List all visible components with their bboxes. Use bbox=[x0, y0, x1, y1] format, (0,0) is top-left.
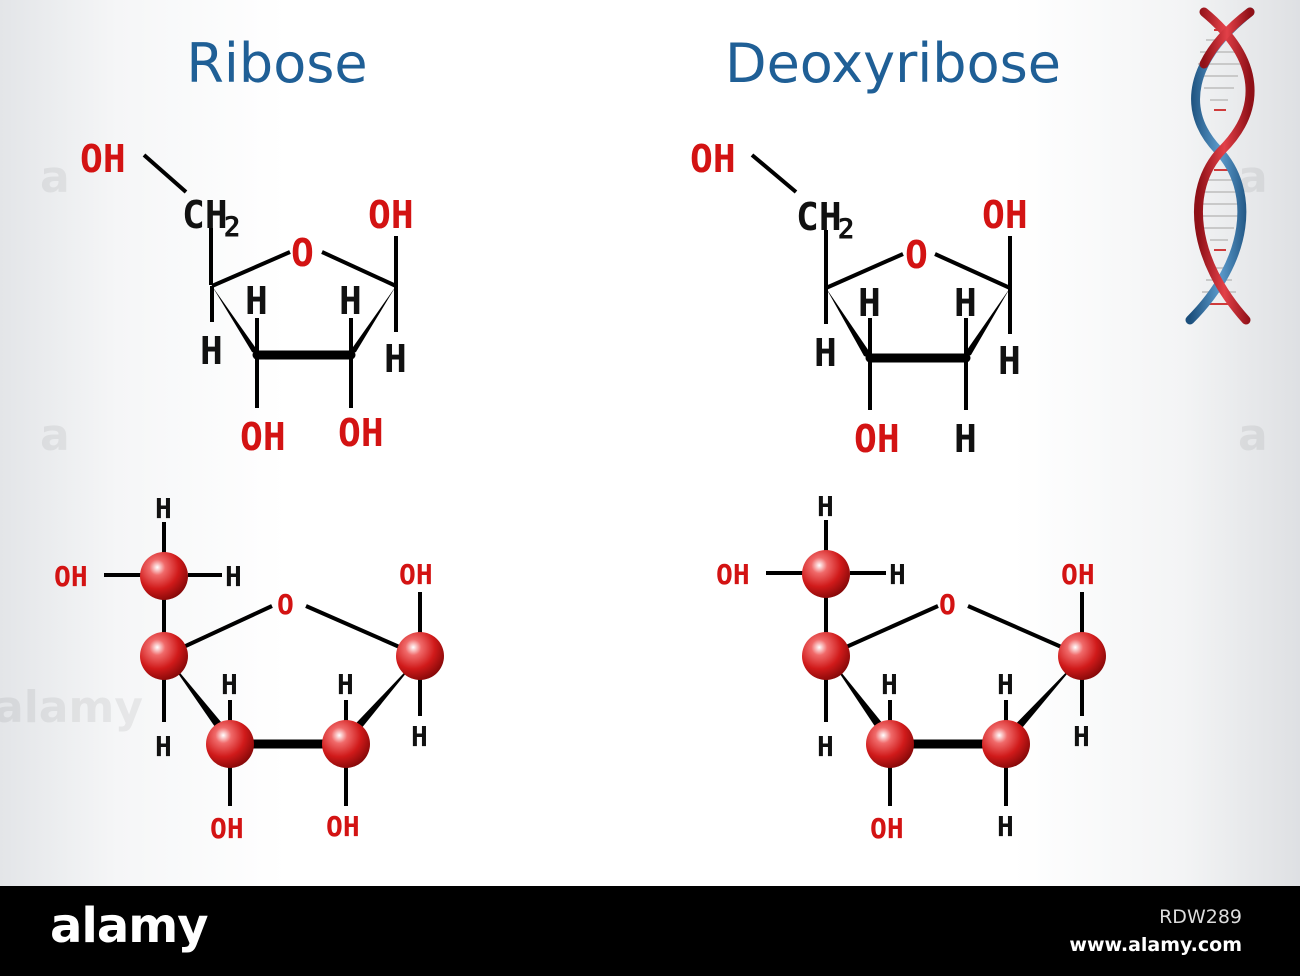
atom-oh: OH bbox=[326, 810, 360, 843]
stock-footer-bar: alamy RDW289 www.alamy.com bbox=[0, 886, 1300, 976]
atom-h: H bbox=[954, 417, 977, 461]
carbon-ball bbox=[140, 632, 188, 680]
atom-h: H bbox=[858, 281, 881, 325]
atom-o: O bbox=[277, 588, 294, 621]
ribose-ball-model: H OH H O OH H H H H OH OH bbox=[54, 492, 444, 845]
atom-oh: OH bbox=[54, 560, 88, 593]
atom-h: H bbox=[225, 560, 242, 593]
atom-oh: OH bbox=[716, 558, 750, 591]
alamy-logo: alamy bbox=[50, 898, 209, 954]
atom-oh: OH bbox=[690, 137, 736, 181]
atom-h: H bbox=[200, 329, 223, 373]
atom-h: H bbox=[411, 720, 428, 753]
atom-h: H bbox=[997, 810, 1014, 843]
carbon-ball bbox=[396, 632, 444, 680]
atom-h: H bbox=[817, 490, 834, 523]
dna-helix-icon bbox=[1185, 7, 1255, 325]
carbon-ball bbox=[866, 720, 914, 768]
watermark-alamy: alamy bbox=[0, 682, 143, 733]
atom-h: H bbox=[881, 668, 898, 701]
deoxyribose-structural-formula: OH CH2 O OH H H H H OH H bbox=[690, 137, 1028, 461]
carbon-ball bbox=[802, 632, 850, 680]
atom-o: O bbox=[291, 231, 314, 275]
carbon-ball bbox=[322, 720, 370, 768]
deoxyribose-title: Deoxyribose bbox=[725, 32, 1061, 95]
atom-h: H bbox=[954, 281, 977, 325]
atom-oh: OH bbox=[368, 193, 414, 237]
atom-h: H bbox=[337, 668, 354, 701]
atom-oh: OH bbox=[240, 415, 286, 459]
atom-h: H bbox=[817, 730, 834, 763]
deoxyribose-ball-model: H OH H O OH H H H H OH H bbox=[716, 490, 1106, 845]
watermark-a: a bbox=[40, 410, 70, 461]
atom-h: H bbox=[221, 668, 238, 701]
atom-h: H bbox=[155, 492, 172, 525]
carbon-ball bbox=[206, 720, 254, 768]
atom-ch2: CH2 bbox=[796, 195, 855, 245]
atom-h: H bbox=[889, 558, 906, 591]
image-id: RDW289 bbox=[1159, 906, 1242, 928]
atom-h: H bbox=[339, 279, 362, 323]
atom-oh: OH bbox=[1061, 558, 1095, 591]
atom-h: H bbox=[245, 279, 268, 323]
atom-h: H bbox=[814, 331, 837, 375]
atom-oh: OH bbox=[854, 417, 900, 461]
atom-oh: OH bbox=[80, 137, 126, 181]
carbon-ball bbox=[1058, 632, 1106, 680]
atom-o: O bbox=[905, 233, 928, 277]
atom-oh: OH bbox=[982, 193, 1028, 237]
atom-oh: OH bbox=[870, 812, 904, 845]
atom-ch2: CH2 bbox=[182, 193, 241, 243]
atom-h: H bbox=[155, 730, 172, 763]
watermark-a: a bbox=[40, 152, 70, 203]
atom-oh: OH bbox=[210, 812, 244, 845]
atom-o: O bbox=[939, 588, 956, 621]
carbon-ball bbox=[802, 550, 850, 598]
diagram-canvas: a a a a alamy Ribose Deoxyribose bbox=[0, 0, 1300, 886]
carbon-ball bbox=[140, 552, 188, 600]
atom-h: H bbox=[997, 668, 1014, 701]
site-url: www.alamy.com bbox=[1069, 934, 1242, 956]
carbon-ball bbox=[982, 720, 1030, 768]
atom-oh: OH bbox=[399, 558, 433, 591]
atom-oh: OH bbox=[338, 411, 384, 455]
ribose-structural-formula: OH CH2 O OH H H H H OH OH bbox=[80, 137, 414, 459]
ribose-title: Ribose bbox=[186, 32, 367, 95]
atom-h: H bbox=[998, 339, 1021, 383]
sugar-structures-diagram: a a a a alamy Ribose Deoxyribose bbox=[0, 7, 1268, 845]
watermark-a: a bbox=[1238, 410, 1268, 461]
atom-h: H bbox=[384, 337, 407, 381]
atom-h: H bbox=[1073, 720, 1090, 753]
